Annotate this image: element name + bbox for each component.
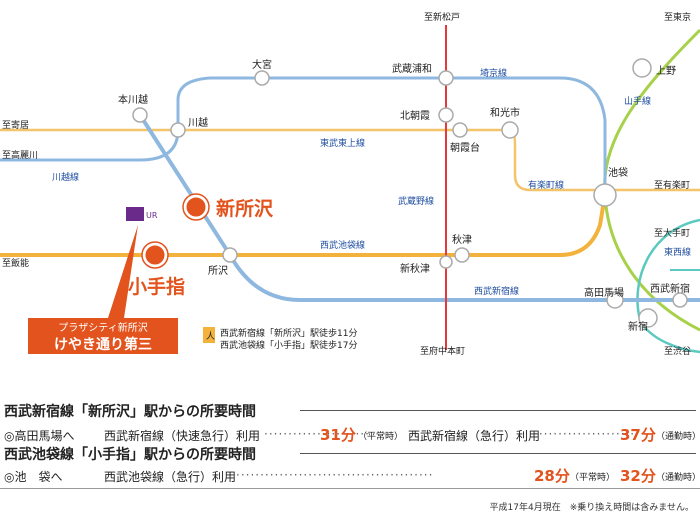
heading2-rule [300,453,696,454]
heading1-rule [300,410,696,411]
row1-dots-b: ······················ [534,427,640,441]
label-musashi-urawa: 武蔵浦和 [392,62,432,75]
property-name-line1: プラザシティ新所沢 [58,321,147,334]
dir-shin-matsudo: 至新松戸 [424,11,460,23]
station-shin-akitsu [439,255,453,269]
dir-shibuya: 至渋谷 [664,345,691,357]
travel-heading-shin-tokorozawa: 西武新宿線「新所沢」駅からの所要時間 [4,404,256,420]
row2-note-a: （平常時） [570,473,616,483]
travel-row-ikebukuro: ◎池 袋へ 西武池袋線（急行）利用 ······················… [4,467,700,485]
station-asakadai [452,122,468,138]
row2-destination: ◎池 袋へ [4,470,63,484]
seibu-shinjuku-line [138,113,700,303]
station-kotesashi-marker [142,242,168,268]
label-kotesashi: 小手指 [128,275,185,298]
walk-icon: 人 [203,327,215,343]
station-tokorozawa [222,247,238,263]
line-seibu-shinjuku: 西武新宿線 [474,285,519,297]
row2-time-a: 28分 [534,467,570,485]
row1-time-b: 37分 [620,426,656,444]
dir-otemachi: 至大手町 [654,227,690,239]
label-kita-asaka: 北朝霞 [400,110,430,122]
label-shinjuku: 新宿 [628,320,648,333]
label-tokorozawa: 所沢 [208,264,228,277]
dir-hanno: 至飯能 [2,257,29,269]
dir-yurakucho: 至有楽町 [654,179,690,191]
travel-heading-kotesashi: 西武池袋線「小手指」駅からの所要時間 [4,447,256,463]
access-line2: 西武池袋線「小手指」駅徒歩17分 [220,339,357,351]
line-saikyo: 埼京線 [480,67,507,79]
property-name-line2: けやき通り第三 [54,336,152,353]
dir-yorii: 至寄居 [2,119,29,131]
row2-dots: ········································… [236,468,434,482]
footnote: 平成17年4月現在 ※乗り換え時間は含みません。 [489,503,694,513]
station-kita-asaka [438,107,454,123]
station-kawagoe [170,122,186,138]
station-akitsu [454,247,470,263]
station-seibu-shinjuku [672,292,688,308]
label-hon-kawagoe: 本川越 [118,93,148,106]
station-hon-kawagoe [132,107,148,123]
row1-time-a: 31分 [320,426,356,444]
line-seibu-ikebukuro: 西武池袋線 [320,239,365,251]
label-omiya: 大宮 [252,58,272,71]
seibu-ikebukuro-line [0,194,607,257]
line-kawagoe: 川越線 [52,171,79,183]
line-yamanote: 山手線 [624,95,651,107]
ur-logo: UR [126,207,158,221]
station-ikebukuro [593,183,617,207]
row1-destination: ◎高田馬場へ [4,429,75,443]
property-label-box [28,318,178,354]
label-shin-akitsu: 新秋津 [400,262,430,275]
station-musashi-urawa [438,70,454,86]
row1-dots-a: ······················ [264,427,370,441]
travel-row-takadanobaba: ◎高田馬場へ 西武新宿線（快速急行）利用 ···················… [4,426,700,444]
station-ueno [632,58,652,78]
svg-text:人: 人 [206,331,215,342]
station-omiya [254,70,270,86]
line-yurakucho: 有楽町線 [528,179,564,191]
row2-note-b: （通勤時） [656,473,700,483]
row1-route-a: 西武新宿線（快速急行）利用 [104,429,261,443]
label-kawagoe-visible: 川越 [188,116,208,129]
row2-route: 西武池袋線（急行）利用 [104,470,237,484]
table-bottom-rule [0,488,700,489]
station-takadanobaba [606,291,624,309]
row1-note-b: （通勤時） [656,432,700,442]
svg-text:UR: UR [146,211,158,220]
access-line1: 西武新宿線「新所沢」駅徒歩11分 [220,327,357,339]
label-ikebukuro: 池袋 [608,166,628,179]
dir-komagawa: 至高麗川 [2,149,38,161]
dir-tokyo: 至東京 [664,11,691,23]
label-seibu-shinjuku: 西武新宿 [650,282,690,295]
label-shin-tokorozawa: 新所沢 [216,197,274,220]
row2-time-b: 32分 [620,467,656,485]
label-takadanobaba: 高田馬場 [584,286,624,299]
property-pointer [108,225,138,318]
label-wakoshi: 和光市 [490,106,520,119]
station-shinjuku [638,308,658,328]
kawagoe-jr-line [0,76,607,195]
row1-route-b: 西武新宿線（急行）利用 [408,429,541,443]
label-ueno: 上野 [656,65,676,77]
dir-fuchu-honmachi: 至府中本町 [420,345,465,357]
label-asakadai: 朝霞台 [450,141,480,154]
station-shin-tokorozawa-marker [183,194,209,220]
line-tozai: 東西線 [664,246,691,258]
line-musashino: 武蔵野線 [398,195,434,207]
label-akitsu: 秋津 [452,233,472,246]
saikyo-line [636,218,700,354]
row1-note-a: （平常時） [358,432,404,442]
line-tobu-tojo: 東武東上線 [320,137,365,149]
station-wakoshi [501,121,519,139]
